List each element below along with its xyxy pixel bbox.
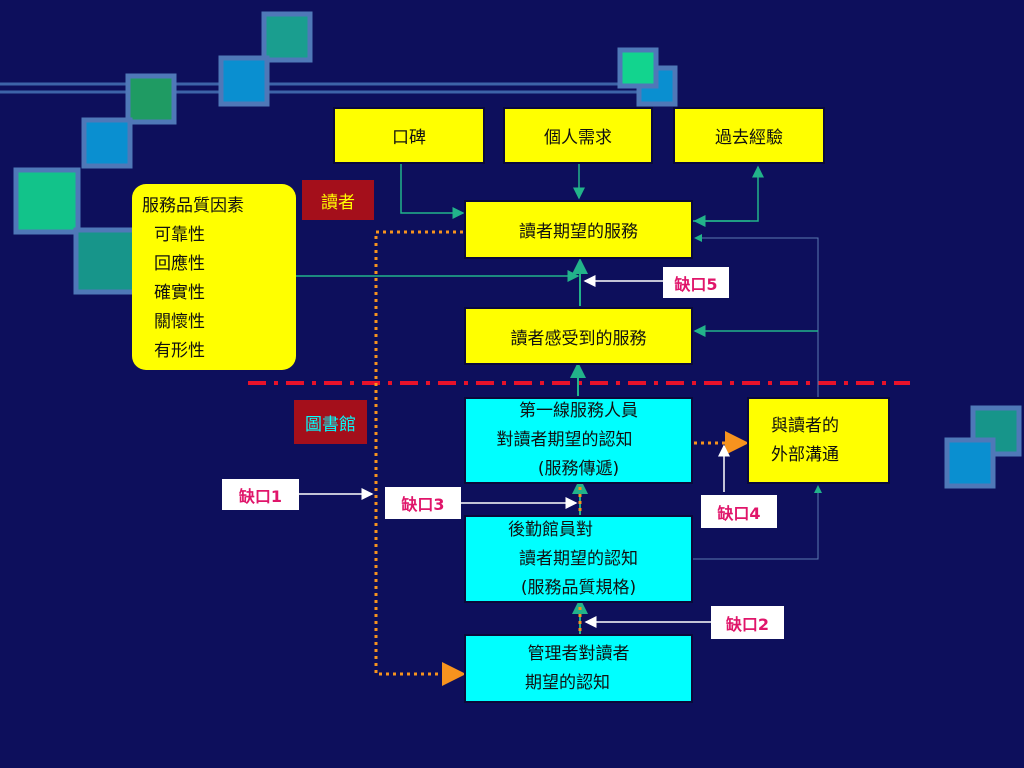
backend-line-2: 讀者期望的認知	[519, 548, 638, 569]
frontline-line-3: (服務傳遞)	[537, 459, 620, 479]
factor-item: 確實性	[154, 283, 205, 303]
reader-tag: 讀者	[302, 180, 374, 220]
backend-librarian-box: 後勤館員對 讀者期望的認知 (服務品質規格)	[464, 515, 693, 603]
gap-3-label: 缺口3	[385, 487, 461, 519]
service-quality-factors: 服務品質因素 可靠性 回應性 確實性 關懷性 有形性	[132, 184, 296, 370]
expected-service-label: 讀者期望的服務	[519, 222, 638, 242]
frontline-line-2: 對讀者期望的認知	[496, 430, 633, 450]
backend-line-3: (服務品質規格)	[520, 577, 637, 598]
factors-title: 服務品質因素	[142, 196, 244, 216]
past-experience-box: 過去經驗	[673, 107, 825, 164]
word-of-mouth-box: 口碑	[333, 107, 485, 164]
perceived-service-box: 讀者感受到的服務	[464, 307, 693, 365]
perceived-service-label: 讀者感受到的服務	[510, 328, 647, 349]
frontline-line-1: 第一線服務人員	[519, 401, 638, 421]
management-box: 管理者對讀者 期望的認知	[464, 634, 693, 703]
external-communication-box: 與讀者的 外部溝通	[747, 397, 890, 484]
past-experience-label: 過去經驗	[715, 128, 783, 148]
personal-needs-label: 個人需求	[544, 128, 612, 148]
frontline-staff-box: 第一線服務人員 對讀者期望的認知 (服務傳遞)	[464, 397, 693, 484]
word-of-mouth-label: 口碑	[392, 128, 426, 148]
factor-item: 回應性	[154, 254, 205, 274]
external-comm-line-2: 外部溝通	[771, 444, 839, 465]
personal-needs-box: 個人需求	[503, 107, 653, 164]
expected-service-box: 讀者期望的服務	[464, 200, 693, 259]
reader-tag-label: 讀者	[321, 192, 355, 213]
factor-item: 可靠性	[154, 225, 205, 245]
library-tag-label: 圖書館	[305, 414, 356, 435]
external-comm-line-1: 與讀者的	[771, 415, 839, 436]
gap-5-label: 缺口5	[663, 267, 729, 298]
library-tag: 圖書館	[294, 400, 367, 444]
factor-item: 有形性	[154, 341, 205, 361]
management-line-1: 管理者對讀者	[527, 643, 630, 664]
factor-item: 關懷性	[154, 312, 205, 332]
gap-2-label: 缺口2	[711, 606, 784, 639]
gap-4-label: 缺口4	[701, 495, 777, 528]
management-line-2: 期望的認知	[525, 672, 610, 693]
gap-1-label: 缺口1	[222, 479, 299, 510]
backend-line-1: 後勤館員對	[508, 519, 593, 540]
